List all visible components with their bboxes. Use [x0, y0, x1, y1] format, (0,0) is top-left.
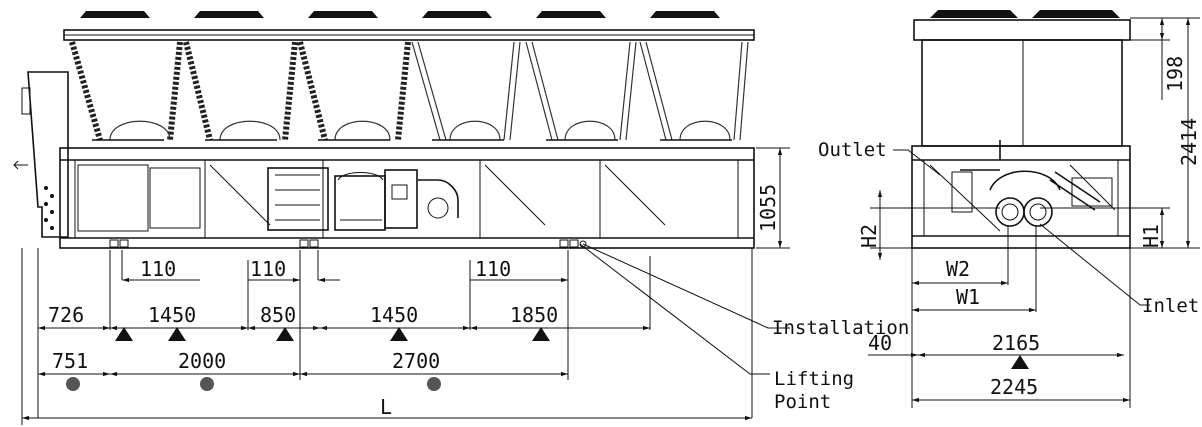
- offset-110-2: 110: [250, 257, 286, 281]
- install-marker-4: [390, 327, 408, 341]
- inlet-label: Inlet: [1142, 295, 1199, 317]
- side-view: [13, 11, 755, 249]
- install-726: 726: [48, 303, 84, 327]
- overall-length-L: L: [380, 395, 392, 419]
- height-1055: 1055: [756, 184, 780, 232]
- inlet-connection: [995, 197, 1025, 227]
- end-view: [911, 10, 1131, 249]
- side-fans: [80, 11, 720, 18]
- lifting-callout-line1: Lifting: [774, 368, 854, 390]
- control-panel: [13, 71, 69, 238]
- outlet-connection: [1023, 197, 1053, 227]
- fan-height-198: 198: [1163, 56, 1187, 92]
- lift-2000: 2000: [178, 349, 226, 373]
- offset-110-3: 110: [475, 257, 511, 281]
- install-1850: 1850: [510, 303, 558, 327]
- v-coils: [69, 41, 749, 141]
- h2-label: H2: [857, 224, 881, 248]
- overall-width-2245: 2245: [990, 375, 1038, 399]
- install-marker-2: [168, 327, 186, 341]
- installation-width-2165: 2165: [992, 331, 1040, 355]
- w2-label: W2: [946, 257, 970, 281]
- total-height-2414: 2414: [1177, 118, 1201, 166]
- end-dimensions: 198 2414 H1 H2 Outlet Inlet W2 W1 40 216…: [818, 17, 1201, 408]
- installation-callout: Installation: [772, 317, 909, 339]
- install-marker-3: [276, 327, 294, 341]
- install-marker-5: [532, 327, 550, 341]
- side-dimensions: 1055 110 110 110 726 1450 850 1450 1850 …: [21, 147, 790, 425]
- offset-110-1: 110: [140, 257, 176, 281]
- install-850: 850: [260, 303, 296, 327]
- install-1450-a: 1450: [148, 303, 196, 327]
- base-frame: [59, 147, 755, 249]
- offset-40: 40: [868, 331, 892, 355]
- lift-marker-2: [200, 377, 214, 391]
- lift-751: 751: [52, 349, 88, 373]
- h1-label: H1: [1139, 224, 1163, 248]
- lift-2700: 2700: [392, 349, 440, 373]
- w1-label: W1: [956, 285, 980, 309]
- lifting-lugs: [109, 239, 587, 248]
- lifting-callout-line2: Point: [774, 391, 831, 413]
- lift-marker-3: [427, 377, 441, 391]
- install-marker-1: [115, 327, 133, 341]
- end-install-marker: [1011, 355, 1029, 369]
- install-1450-b: 1450: [370, 303, 418, 327]
- lift-marker-1: [66, 377, 80, 391]
- outlet-label: Outlet: [818, 139, 887, 161]
- callouts: Installation Lifting Point: [579, 243, 909, 413]
- compressor-assembly: [267, 167, 459, 231]
